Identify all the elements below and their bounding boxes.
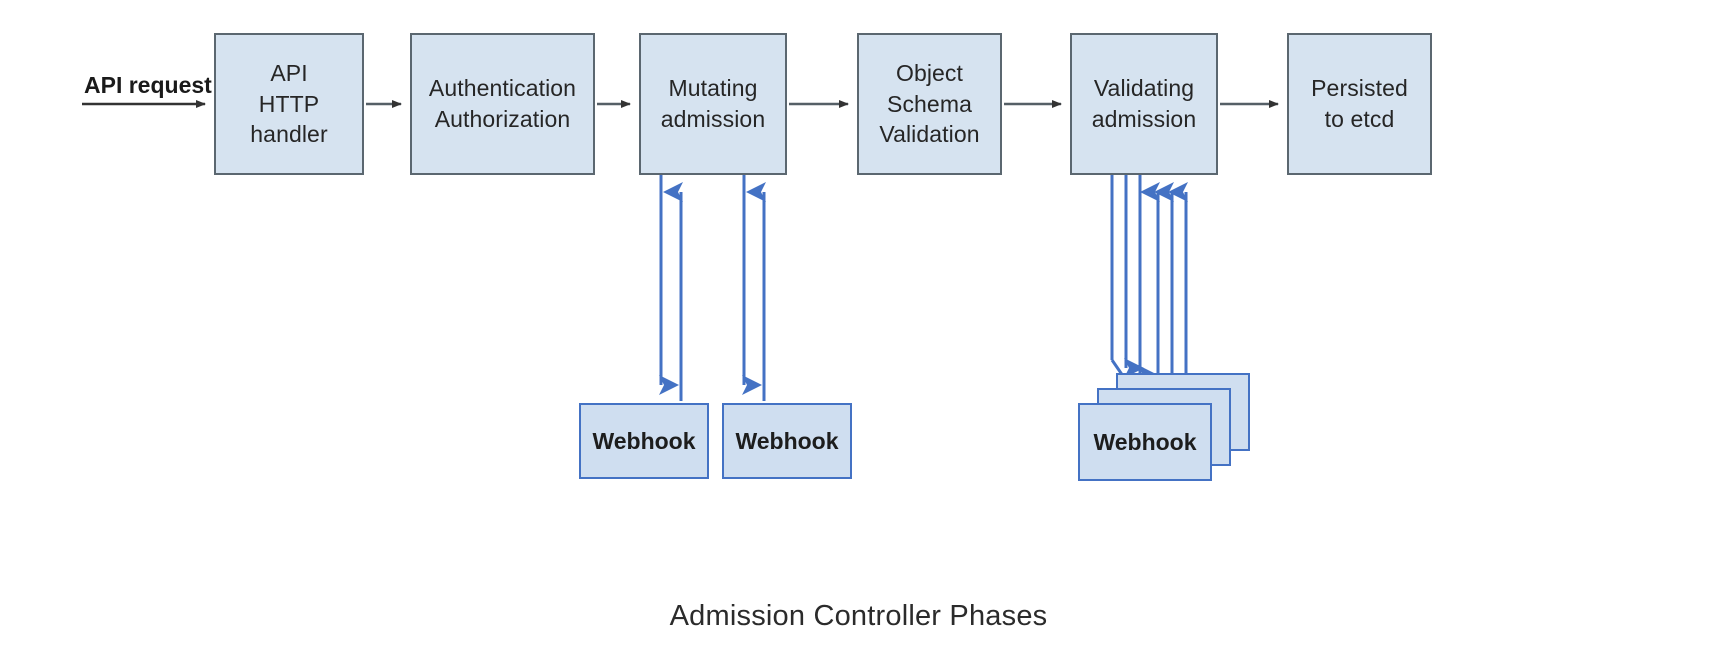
webhook-box-mutating-2[interactable]: Webhook [722,403,852,479]
diagram-caption: Admission Controller Phases [669,600,1048,632]
webhook-box-mutating-1[interactable]: Webhook [579,403,709,479]
webhook-call-mutating-2 [742,175,766,401]
webhook-call-validating-down-1 [1110,175,1149,402]
phase-box-validating-admission[interactable]: Validating admission [1070,33,1218,175]
phase-box-persisted-to-etcd[interactable]: Persisted to etcd [1287,33,1432,175]
phase-box-mutating-admission[interactable]: Mutating admission [639,33,787,175]
api-request-label: API request [84,72,212,98]
phase-box-api-http-handler[interactable]: API HTTP handler [214,33,364,175]
webhook-box-validating-front[interactable]: Webhook [1078,403,1212,481]
phase-box-object-schema-validation[interactable]: Object Schema Validation [857,33,1002,175]
webhook-call-mutating-1 [659,175,683,401]
phase-box-authn-authz[interactable]: Authentication Authorization [410,33,595,175]
